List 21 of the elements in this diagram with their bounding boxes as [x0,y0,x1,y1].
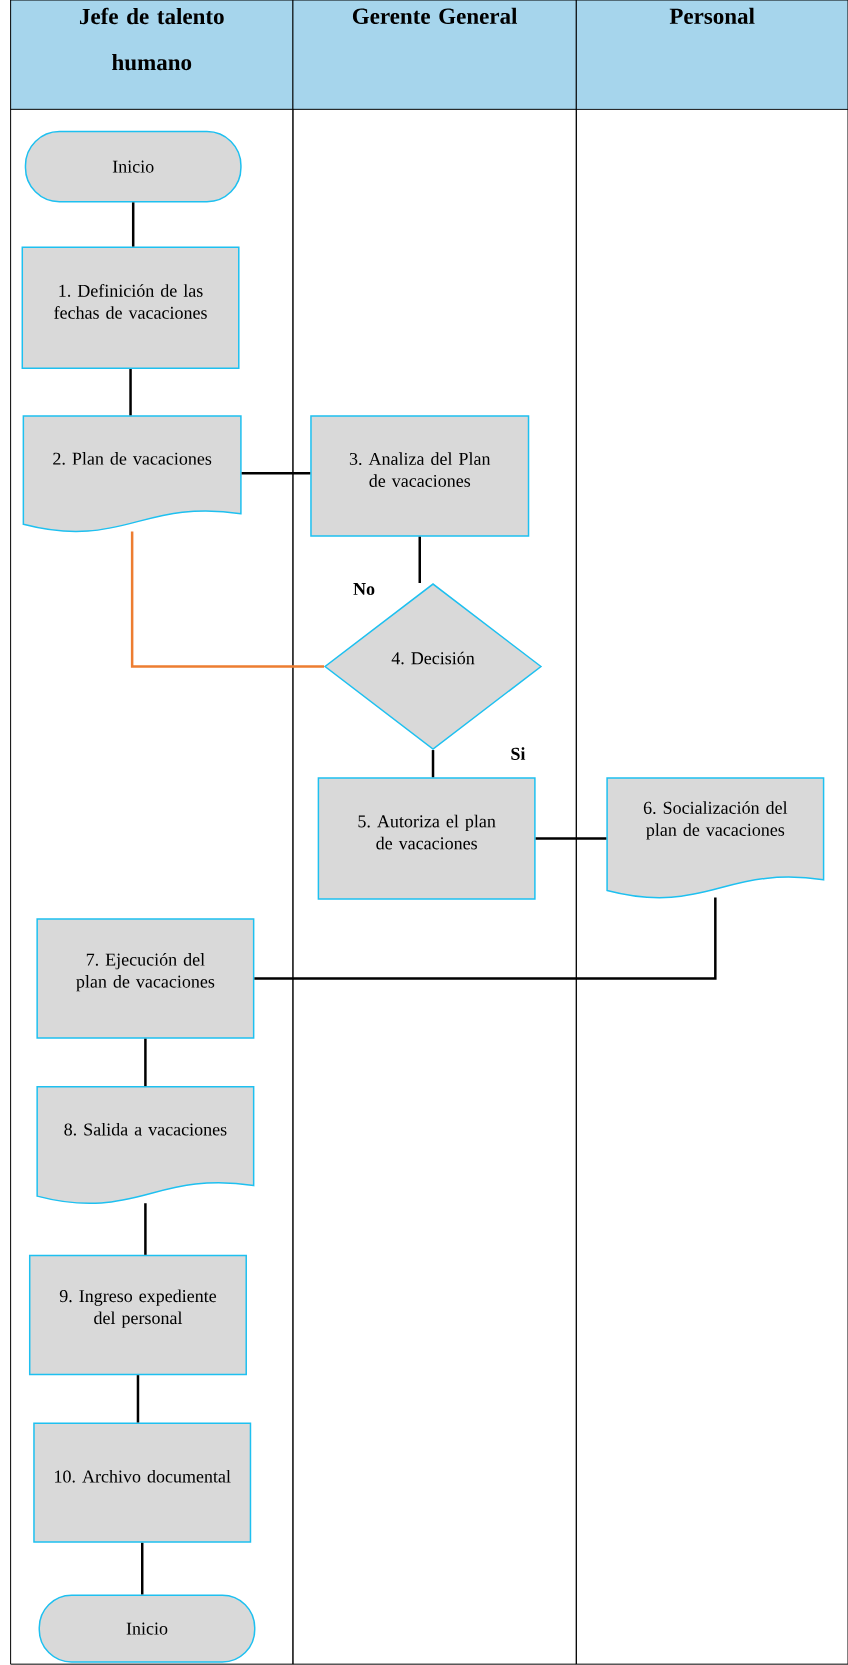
connector-line [131,202,135,247]
connector-line [241,472,311,475]
connector-line [144,1038,147,1087]
terminal-box: Inicio [24,130,242,203]
connector-line [136,1375,140,1423]
edge-label: No [352,582,377,597]
process-box: 5. Autoriza el plan de vacaciones [317,777,536,900]
process-box: 7. Ejecución del plan de vacaciones [36,918,255,1039]
connector-line [140,1542,144,1595]
connector-line [130,531,324,668]
connector-line [535,837,607,840]
connector-line [418,536,421,583]
connector-line [144,1203,147,1255]
terminal-box: Inicio [38,1594,256,1663]
process-box: 3. Analiza del Plan de vacaciones [310,415,530,537]
process-box: 1. Definición de las fechas de vacaciones [21,246,240,370]
connector-line [129,369,132,416]
connector-line [254,897,717,980]
connector-line [431,750,435,778]
process-box: 10. Archivo documental [33,1422,252,1543]
process-box: 9. Ingreso expediente del personal [28,1254,247,1376]
